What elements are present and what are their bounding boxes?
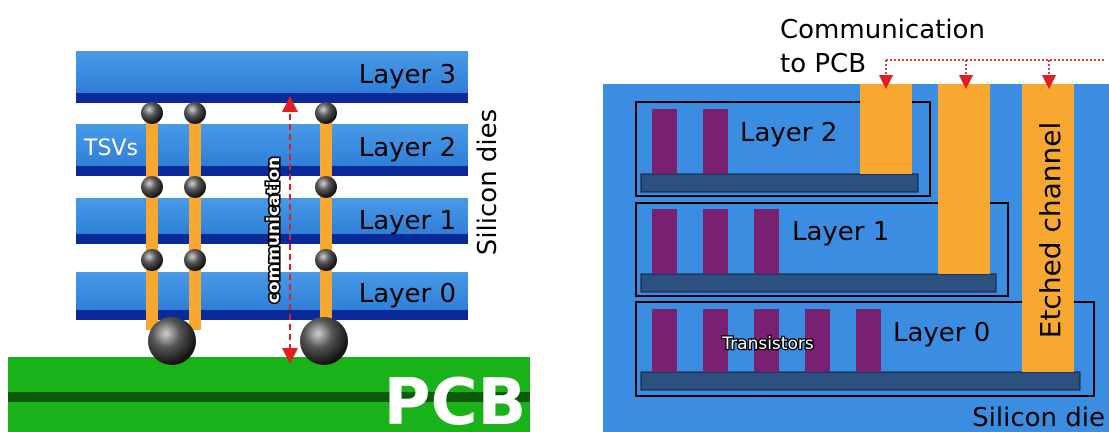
communication-title-line2: to PCB [780, 49, 866, 79]
layer-3-die: Layer 3 [76, 51, 468, 103]
right-panel: Layer 2 Layer 1 Transistors Layer 0 [603, 15, 1109, 432]
transistor [805, 309, 830, 372]
bump [141, 102, 163, 124]
layer-1-region: Layer 1 [635, 202, 1009, 297]
layer-0-body [76, 272, 468, 310]
layer-2-outline [635, 101, 931, 197]
left-panel: PCB Layer 3 Layer 2 Layer 1 Layer 0 [8, 51, 530, 432]
transistor [652, 209, 677, 274]
pcb-label: PCB [384, 366, 527, 432]
layer-0-region: Transistors Layer 0 [635, 301, 1095, 397]
layer-2-substrate [640, 173, 919, 193]
layer-2-die: Layer 2 [76, 124, 468, 176]
layer-3-body [76, 51, 468, 93]
solder-balls [148, 317, 348, 365]
solder-ball-right [300, 317, 348, 365]
layer-0-outline [635, 301, 1095, 397]
layer-2-region: Layer 2 [635, 101, 931, 197]
etched-channel-label: Etched channel [1034, 122, 1067, 339]
tsv-rod-2 [189, 110, 201, 330]
layer-1-outline [635, 202, 1009, 297]
transistor [703, 109, 728, 174]
bump [315, 102, 337, 124]
layer-1-base [76, 234, 468, 244]
transistor [703, 209, 728, 274]
tsv-rods [146, 110, 332, 330]
transistors-label: Transistors [721, 334, 814, 354]
silicon-dies-label: Silicon dies [473, 109, 503, 255]
layer-3-base [76, 93, 468, 103]
layer-2-base [76, 166, 468, 176]
vertical-channels: Etched channel [860, 84, 1074, 372]
channel-to-layer-1 [938, 84, 990, 274]
channel-to-layer-2 [860, 84, 912, 174]
pcb-stripe [8, 392, 530, 402]
bump [184, 176, 206, 198]
etched-channel [1022, 84, 1074, 372]
bump [141, 176, 163, 198]
communication-to-pcb-arrows [878, 59, 1105, 90]
transistor [703, 309, 728, 372]
bump [315, 249, 337, 271]
layer-1-label: Layer 1 [359, 206, 456, 236]
bump [184, 102, 206, 124]
transistor [754, 209, 779, 274]
communication-label: communication [264, 157, 284, 304]
transistor [856, 309, 881, 372]
layer-1-body [76, 198, 468, 234]
layer-0-label: Layer 0 [893, 318, 990, 348]
communication-title-line1: Communication [780, 15, 985, 45]
bump [315, 176, 337, 198]
layer-3-label: Layer 3 [359, 60, 456, 90]
bump [184, 249, 206, 271]
layer-1-die: Layer 1 [76, 198, 468, 244]
tsv-rod-1 [146, 110, 158, 330]
transistor [652, 109, 677, 174]
tsv-rod-3 [320, 110, 332, 330]
layer-2-body [76, 124, 468, 166]
layer-0-substrate [640, 371, 1081, 391]
layer-0-base [76, 310, 468, 320]
layer-2-label: Layer 2 [740, 118, 837, 148]
layer-0-label: Layer 0 [359, 279, 456, 309]
layer-2-label: Layer 2 [359, 133, 456, 163]
layer-1-label: Layer 1 [792, 217, 889, 247]
bump [141, 249, 163, 271]
silicon-die-label: Silicon die [972, 403, 1105, 432]
micro-bumps [141, 102, 337, 271]
layer-0-die: Layer 0 [76, 272, 468, 320]
tsvs-label: TSVs [83, 136, 138, 161]
transistor [652, 309, 677, 372]
solder-ball-left [148, 317, 196, 365]
transistor [754, 309, 779, 372]
pcb-board: PCB [8, 357, 530, 432]
layer-1-substrate [640, 273, 997, 293]
